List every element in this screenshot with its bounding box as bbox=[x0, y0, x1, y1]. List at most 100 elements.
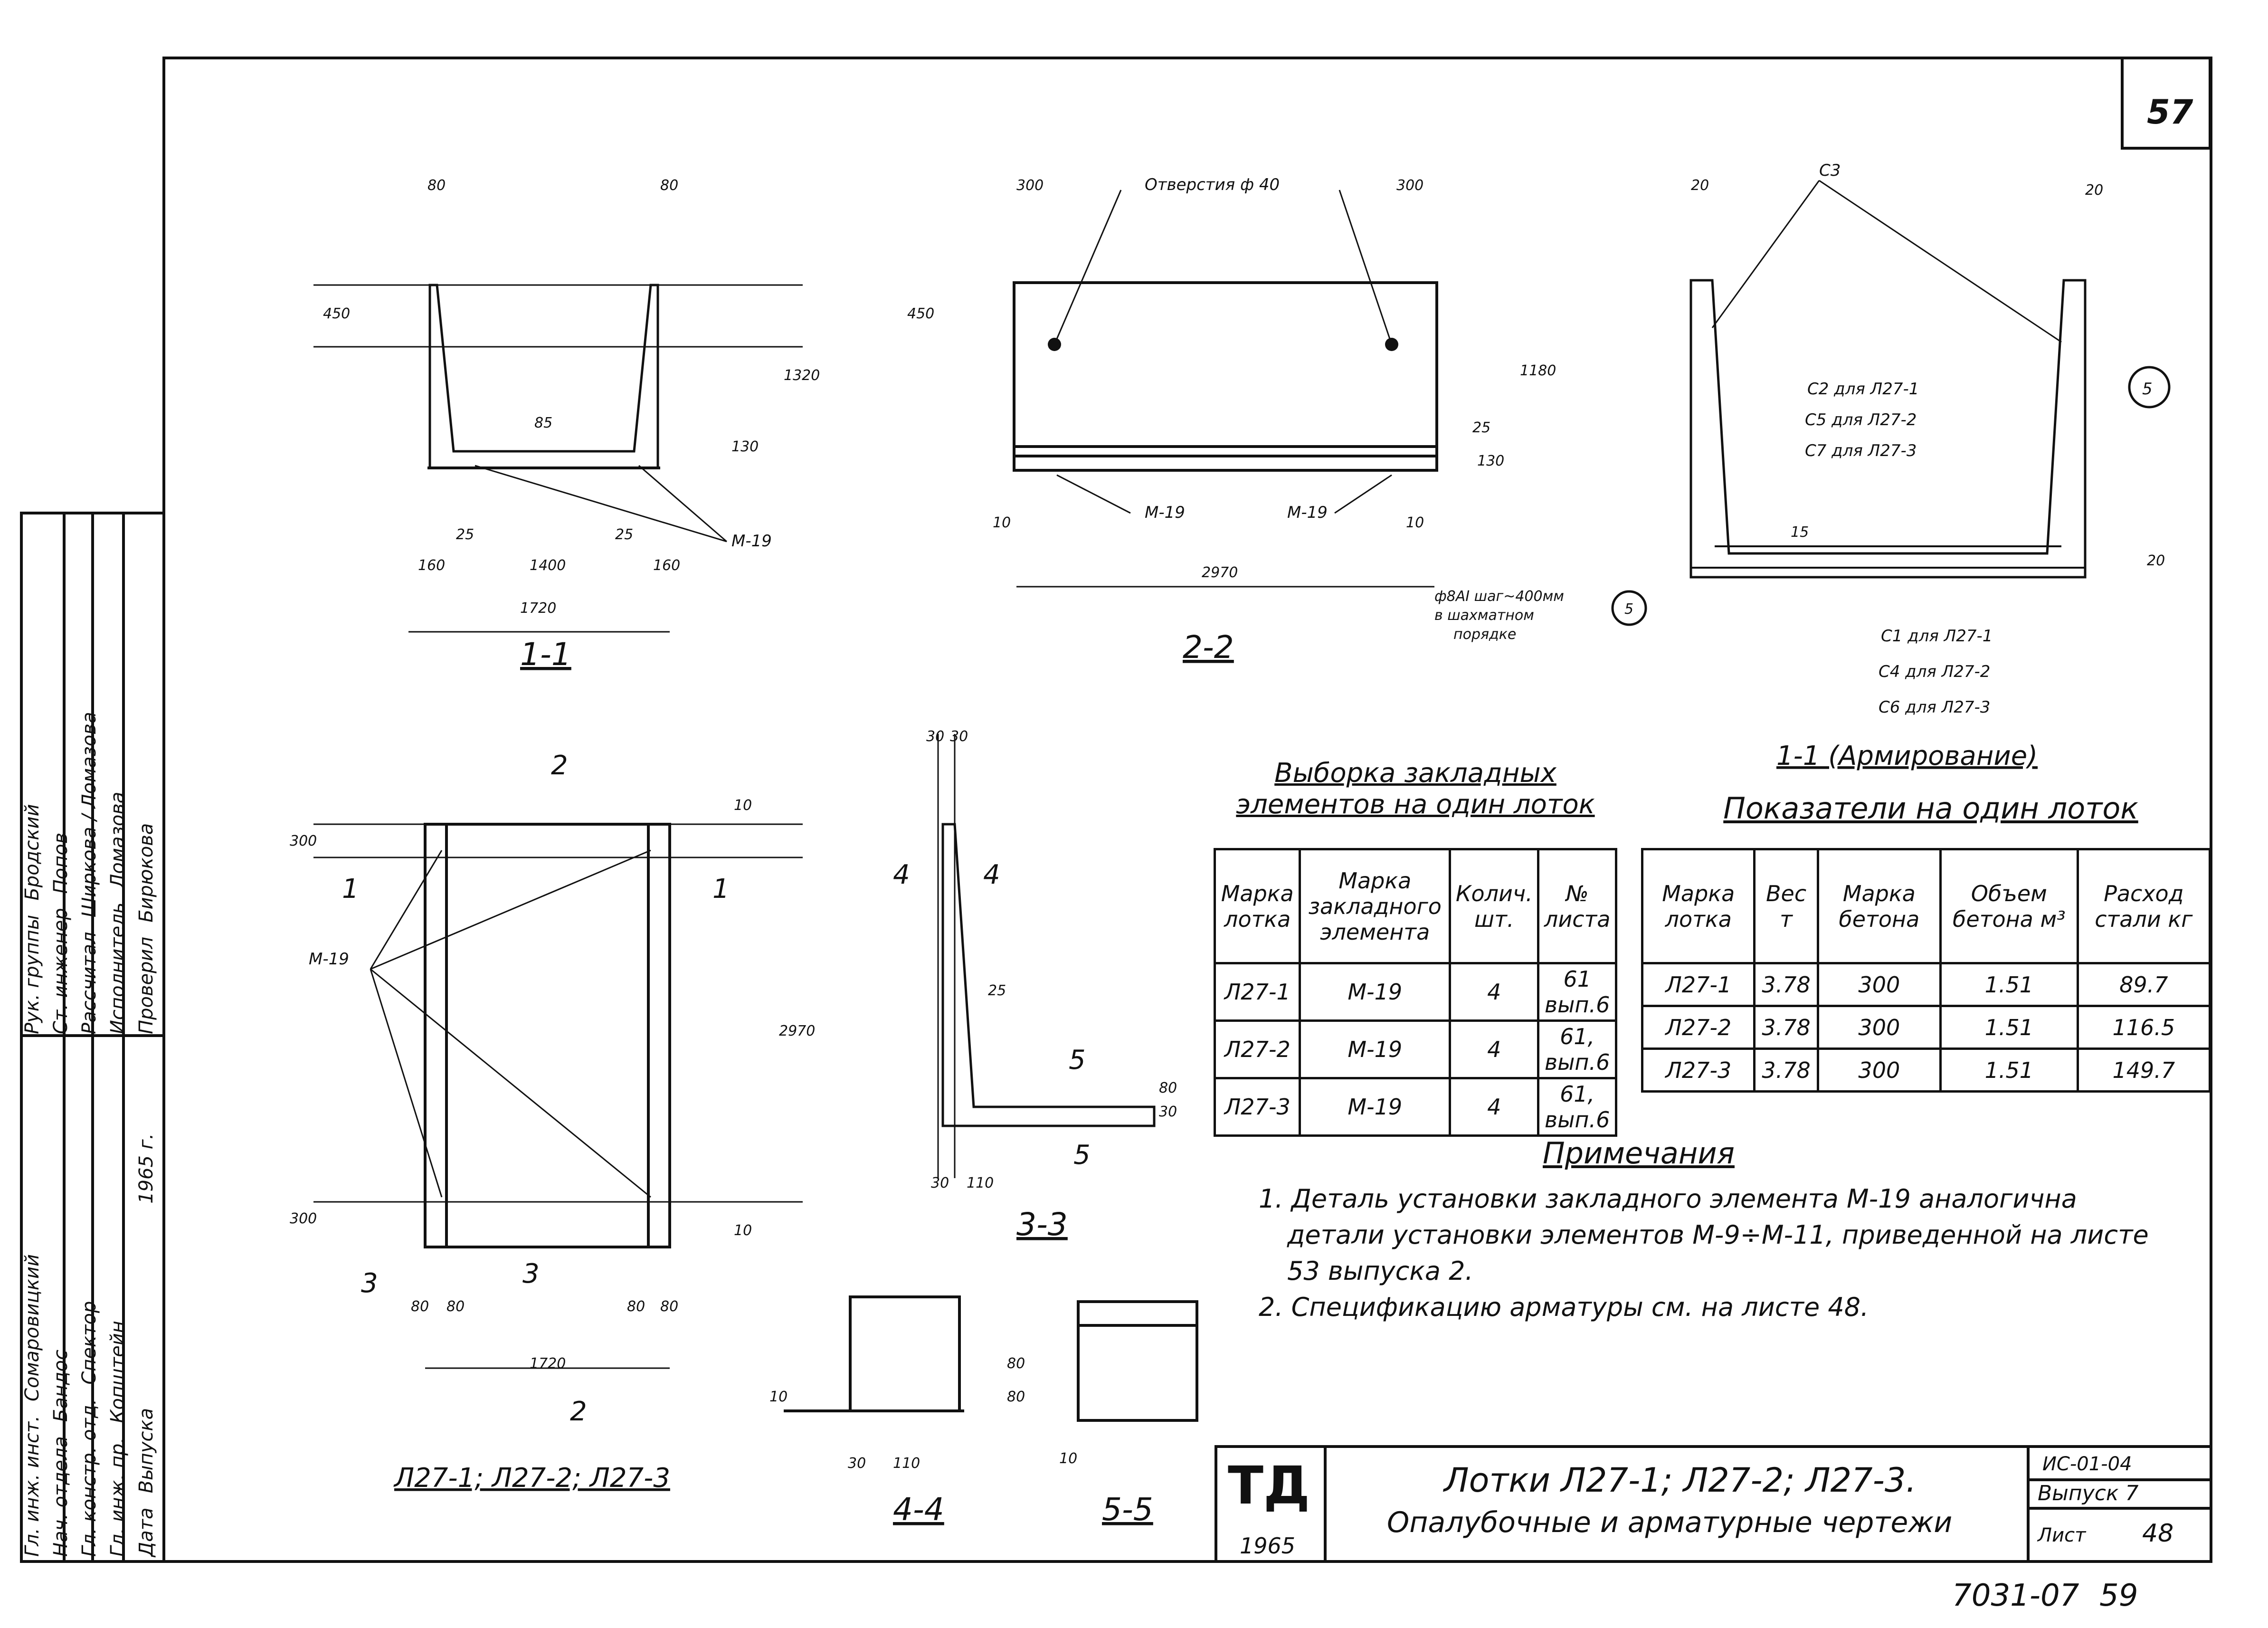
stamp-row: Гл. инж. пр. Копштейн bbox=[107, 1034, 135, 1557]
stamp-text: Бирюкова bbox=[135, 823, 157, 923]
s11-dim-450: 450 bbox=[323, 305, 350, 322]
stamp-text: Ширкова / Ломазова bbox=[78, 712, 100, 918]
ind-cell: Л27-2 bbox=[1641, 1005, 1756, 1050]
arm-title: 1-1 (Армирование) bbox=[1776, 741, 2038, 771]
stamp-text: Попов bbox=[50, 832, 72, 894]
table-row: Л27-3 3.78 300 1.51 149.7 bbox=[1641, 1047, 2211, 1093]
ind-header-3: Объем бетона м³ bbox=[1939, 848, 2079, 964]
plan-dim-80b: 80 bbox=[446, 1298, 465, 1315]
arm-dim-15: 15 bbox=[1791, 524, 1809, 541]
title-line2: Опалубочные и арматурные чертежи bbox=[1387, 1506, 1952, 1539]
plan-cut3a: 3 bbox=[361, 1268, 378, 1299]
notes-title: Примечания bbox=[1543, 1136, 1735, 1171]
s22-note-0: ф8АI шаг~400мм bbox=[1434, 588, 1564, 605]
s33-dim-110: 110 bbox=[967, 1175, 994, 1191]
plan-cutb: 2 bbox=[570, 1396, 587, 1427]
s22-dim-10b: 10 bbox=[1406, 514, 1424, 531]
s22-m19a: M-19 bbox=[1145, 503, 1185, 522]
s55-dim-80b: 80 bbox=[1007, 1389, 1025, 1405]
ind-cell: Л27-1 bbox=[1641, 962, 1756, 1007]
embedded-cell: М-19 bbox=[1299, 962, 1452, 1022]
s22-m19b: M-19 bbox=[1287, 503, 1328, 522]
s33-dim-v2: 30 bbox=[1159, 1104, 1177, 1120]
arm-upper-2: С7 для Л27-3 bbox=[1805, 441, 1917, 460]
embedded-cell: М-19 bbox=[1299, 1077, 1452, 1137]
plan-dim-300b: 300 bbox=[290, 1210, 317, 1227]
plan-dim-10b: 10 bbox=[734, 1222, 752, 1239]
arm-dim-20c: 20 bbox=[2147, 552, 2165, 569]
ind-cell: Л27-3 bbox=[1641, 1047, 1756, 1093]
embedded-cell: Л27-2 bbox=[1213, 1019, 1301, 1079]
embedded-header-1: Марка закладного элемента bbox=[1299, 848, 1452, 964]
s22-dim-1180: 1180 bbox=[1520, 362, 1556, 379]
arm-circle: 5 bbox=[2142, 380, 2153, 399]
embedded-cell: Л27-1 bbox=[1213, 962, 1301, 1022]
s22-note-2: порядке bbox=[1453, 626, 1516, 643]
table-row: Марка лотка Марка закладного элемента Ко… bbox=[1213, 848, 1617, 964]
embedded-cell: 4 bbox=[1449, 1019, 1540, 1079]
ind-cell: 89.7 bbox=[2076, 962, 2211, 1007]
s33-cut4b: 4 bbox=[983, 859, 1000, 890]
ind-cell: 116.5 bbox=[2076, 1005, 2211, 1050]
stamp-text: Выпуска bbox=[135, 1408, 157, 1494]
stamp-text: Дата bbox=[135, 1507, 157, 1557]
title-line1: Лотки Л27-1; Л27-2; Л27-3. bbox=[1442, 1461, 1917, 1500]
s11-dim-160a: 160 bbox=[418, 557, 445, 574]
stamp-text: Рассчитал bbox=[78, 932, 100, 1034]
table-row: Л27-1 М-19 4 61 вып.6 bbox=[1213, 962, 1617, 1022]
stamp-text: Копштейн bbox=[107, 1321, 129, 1423]
ind-cell: 300 bbox=[1816, 1005, 1942, 1050]
indicators-title: Показатели на один лоток bbox=[1723, 791, 2138, 826]
s33-dim-30a: 30 bbox=[926, 728, 944, 745]
plan-cut1a: 1 bbox=[342, 874, 359, 904]
s11-dim-85: 85 bbox=[534, 415, 552, 431]
embedded-cell: 61 вып.6 bbox=[1537, 962, 1617, 1022]
ind-header-1: Вес т bbox=[1753, 848, 1819, 964]
doc-code-page: 59 bbox=[2099, 1578, 2138, 1613]
embedded-header-0: Марка лотка bbox=[1213, 848, 1301, 964]
s22-dim-450: 450 bbox=[907, 305, 934, 322]
plan-dim-80d: 80 bbox=[660, 1298, 678, 1315]
stamp-text: Бандос bbox=[50, 1349, 72, 1422]
stamp-text: Исполнитель bbox=[107, 902, 129, 1034]
s33-title: 3-3 bbox=[1016, 1206, 1068, 1243]
ind-cell: 300 bbox=[1816, 1047, 1942, 1093]
stamp-text: Спектор bbox=[78, 1301, 100, 1385]
s33-cut5b: 5 bbox=[1073, 1140, 1091, 1171]
stamp-text: Рук. группы bbox=[21, 914, 43, 1034]
ind-header-4: Расход стали кг bbox=[2076, 848, 2211, 964]
stamp-text: Гл. инж. пр. bbox=[107, 1437, 129, 1557]
stamp-text: Ст. инженер bbox=[50, 908, 72, 1034]
stamp-text: Гл. констр. отд. bbox=[78, 1399, 100, 1557]
ind-cell: 1.51 bbox=[1939, 1005, 2079, 1050]
s33-dim-v: 80 bbox=[1159, 1080, 1177, 1096]
note-item-2: 2. Спецификацию арматуры см. на листе 48… bbox=[1259, 1292, 1869, 1322]
plan-dim-80a: 80 bbox=[411, 1298, 429, 1315]
s11-dim-1320: 1320 bbox=[784, 367, 820, 384]
stamp-row: Рассчитал Ширкова / Ломазова bbox=[78, 516, 107, 1034]
plan-dim-300a: 300 bbox=[290, 833, 317, 849]
arm-lower-0: С1 для Л27-1 bbox=[1881, 627, 1993, 646]
plan-dim-10a: 10 bbox=[734, 797, 752, 814]
sheet-corner: 57 bbox=[2147, 93, 2193, 132]
s22-holes: Отверстия ф 40 bbox=[1145, 175, 1280, 194]
ind-cell: 3.78 bbox=[1753, 1047, 1819, 1093]
arm-dim-20b: 20 bbox=[2085, 182, 2103, 199]
s44-dim-110: 110 bbox=[893, 1455, 920, 1472]
embedded-cell: 4 bbox=[1449, 962, 1540, 1022]
ind-cell: 3.78 bbox=[1753, 962, 1819, 1007]
s22-dim-2970: 2970 bbox=[1202, 564, 1238, 581]
s33-dim-30c: 30 bbox=[931, 1175, 949, 1191]
logo: ТД bbox=[1228, 1455, 1310, 1516]
plan-cut3b: 3 bbox=[522, 1258, 540, 1289]
stamp-text: Ломазова bbox=[107, 791, 129, 888]
arm-lower-1: С4 для Л27-2 bbox=[1879, 662, 1990, 681]
s55-dim-80a: 80 bbox=[1007, 1355, 1025, 1372]
issue: Выпуск 7 bbox=[2038, 1481, 2138, 1505]
embedded-cell: 61, вып.6 bbox=[1537, 1077, 1617, 1137]
